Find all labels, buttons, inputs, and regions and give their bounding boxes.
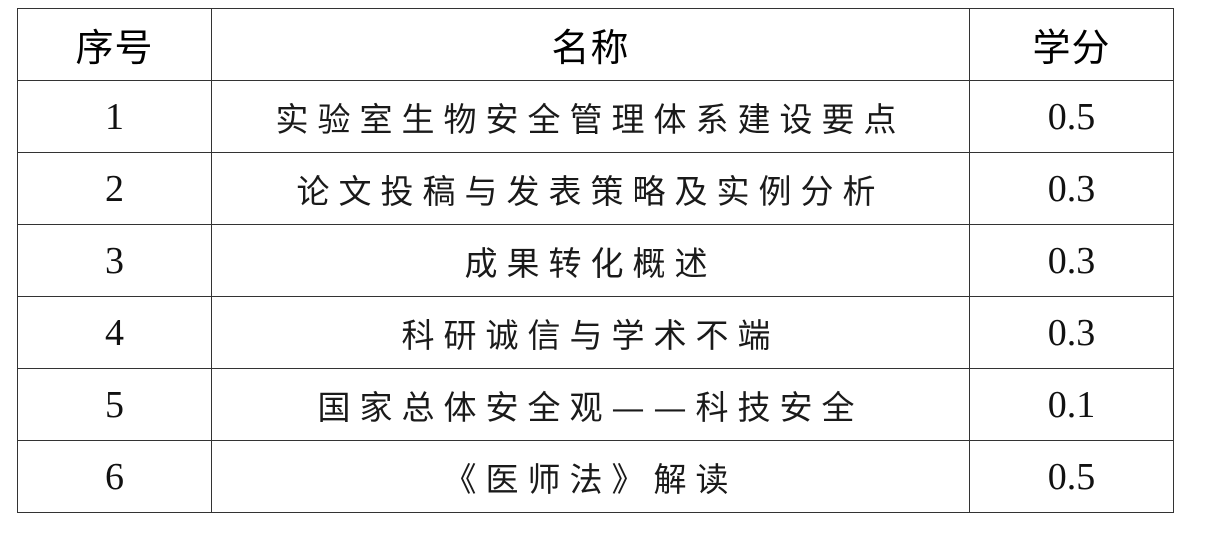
table-row: 5 国家总体安全观——科技安全 0.1 <box>17 368 1174 441</box>
course-credit-table: 序号 名称 学分 1 实验室生物安全管理体系建设要点 0.5 2 论文投稿与发表… <box>17 8 1174 513</box>
table-row: 4 科研诚信与学术不端 0.3 <box>17 296 1174 369</box>
row-credit: 0.3 <box>969 224 1174 297</box>
row-credit: 0.5 <box>969 80 1174 153</box>
header-serial-number: 序号 <box>17 8 212 81</box>
row-credit: 0.5 <box>969 440 1174 513</box>
row-course-name: 国家总体安全观——科技安全 <box>211 368 970 441</box>
row-course-name: 科研诚信与学术不端 <box>211 296 970 369</box>
table-row: 3 成果转化概述 0.3 <box>17 224 1174 297</box>
row-serial-number: 2 <box>17 152 212 225</box>
row-serial-number: 3 <box>17 224 212 297</box>
header-course-name: 名称 <box>211 8 970 81</box>
row-course-name: 论文投稿与发表策略及实例分析 <box>211 152 970 225</box>
row-course-name: 实验室生物安全管理体系建设要点 <box>211 80 970 153</box>
row-credit: 0.3 <box>969 152 1174 225</box>
table-header-row: 序号 名称 学分 <box>17 8 1174 81</box>
row-course-name: 成果转化概述 <box>211 224 970 297</box>
header-credit: 学分 <box>969 8 1174 81</box>
row-serial-number: 4 <box>17 296 212 369</box>
row-serial-number: 5 <box>17 368 212 441</box>
row-serial-number: 6 <box>17 440 212 513</box>
table-row: 6 《医师法》解读 0.5 <box>17 440 1174 513</box>
table-row: 2 论文投稿与发表策略及实例分析 0.3 <box>17 152 1174 225</box>
row-credit: 0.3 <box>969 296 1174 369</box>
table-row: 1 实验室生物安全管理体系建设要点 0.5 <box>17 80 1174 153</box>
row-course-name: 《医师法》解读 <box>211 440 970 513</box>
row-serial-number: 1 <box>17 80 212 153</box>
row-credit: 0.1 <box>969 368 1174 441</box>
